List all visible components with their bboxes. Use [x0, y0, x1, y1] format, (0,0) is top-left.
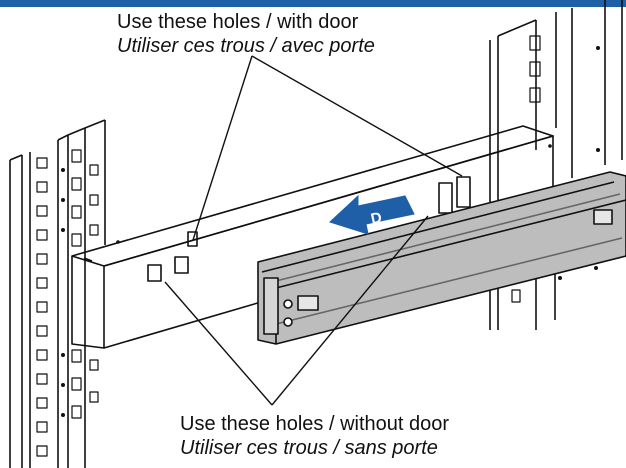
leader-lines [164, 55, 463, 406]
bracket-hole-with-door-1 [438, 182, 453, 214]
bracket-hole-with-door-2 [456, 176, 471, 208]
bracket-hole-with-door-3 [187, 231, 198, 247]
slide-rail [257, 171, 626, 345]
caption-without-door-french: Utiliser ces trous / sans porte [180, 437, 438, 459]
bracket-hole-without-door-2 [174, 256, 189, 274]
caption-with-door-french: Utiliser ces trous / avec porte [117, 35, 375, 57]
caption-with-door-english: Use these holes / with door [117, 11, 359, 33]
bracket-hole-without-door-1 [147, 264, 162, 282]
caption-without-door-english: Use these holes / without door [180, 413, 450, 435]
arrow-letter: D [369, 209, 383, 228]
caption-with-door: Use these holes / with door Utiliser ces… [117, 10, 375, 58]
mounting-bracket [71, 125, 554, 349]
header-bar [0, 0, 626, 7]
left-rack-post [9, 119, 106, 468]
direction-arrow-icon: D [329, 194, 415, 235]
caption-without-door: Use these holes / without door Utiliser … [180, 412, 449, 460]
